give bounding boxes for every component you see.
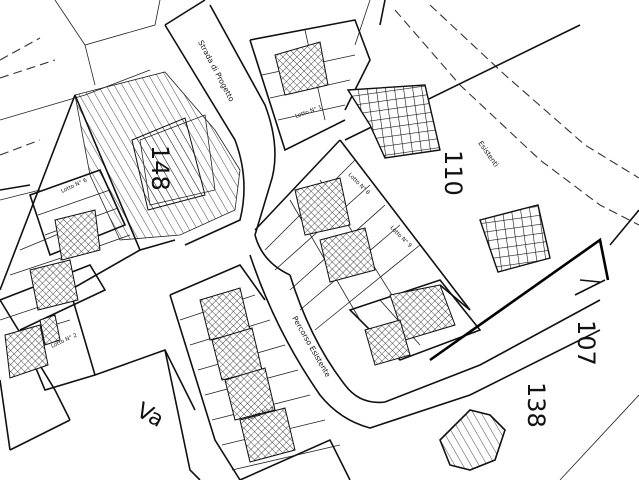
main-boundary: [429, 209, 639, 480]
lot-1-label: Lotto N° 1: [295, 105, 323, 120]
parcel-138-label: 138: [522, 382, 550, 428]
percorso-label: Percorso Esistente: [290, 315, 332, 380]
parcel-148-label: 148: [146, 145, 174, 191]
lots-right-bottom: [348, 279, 482, 366]
va-label: Va: [132, 398, 167, 433]
esistenti-label: Esistenti: [476, 140, 500, 169]
existing-building: [439, 409, 506, 471]
lot-9-label: Lotto N° 9: [389, 225, 413, 249]
parcel-107-label: 107: [572, 320, 600, 366]
parcel-110-boundary: 110 Esistenti: [339, 0, 581, 311]
lots-left: Lotto N° 6 Lotto N° 2: [0, 94, 201, 480]
lots-bottom-center: Lotto N° 3: [169, 264, 351, 480]
dashed-boundaries: [0, 4, 639, 226]
lots-center-right: Lotto N° 8 Lotto N° 9: [254, 139, 471, 331]
strada-label: Strada di Progetto: [196, 39, 236, 104]
parcel-148: 148: [74, 71, 241, 241]
lot-6-label: Lotto N° 6: [60, 177, 88, 194]
lot-1-cluster: Lotto N° 1: [249, 19, 371, 152]
parcel-110-label: 110: [439, 150, 467, 196]
